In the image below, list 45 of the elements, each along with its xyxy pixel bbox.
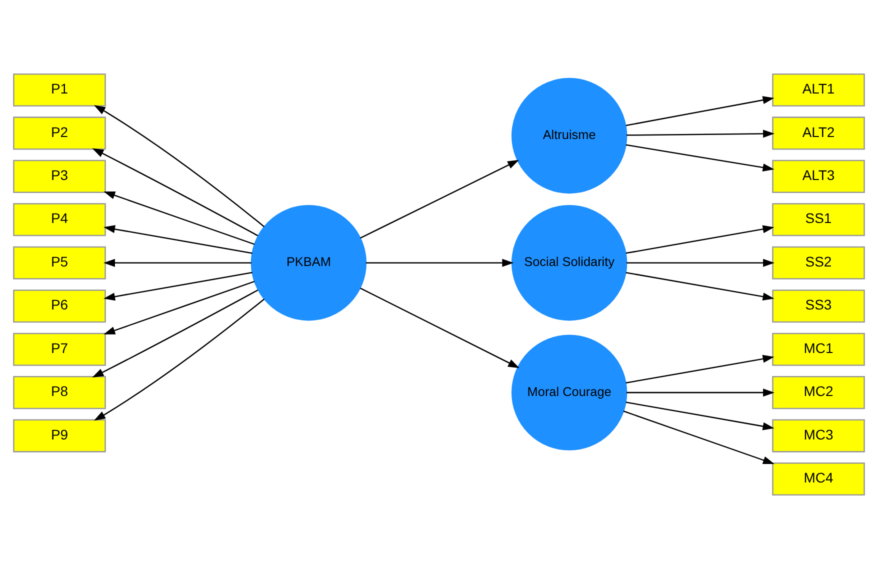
arrow: [626, 129, 774, 138]
node-circle: Altruisme: [511, 77, 628, 194]
node-box: ALT2: [772, 116, 865, 150]
arrow: [366, 258, 514, 266]
node-box: P2: [13, 116, 106, 150]
arrow: [626, 96, 774, 126]
arrow: [94, 298, 265, 420]
node-box: MC4: [772, 462, 865, 496]
arrow: [92, 148, 258, 236]
node-box: P8: [13, 376, 106, 409]
arrow: [626, 401, 774, 430]
arrow: [94, 104, 265, 227]
node-box: MC2: [772, 376, 865, 409]
node-circle: Moral Courage: [511, 334, 628, 450]
arrow: [104, 280, 255, 334]
arrow: [626, 224, 774, 254]
arrow: [92, 289, 258, 378]
arrow: [360, 159, 520, 238]
node-circle: PKBAM: [250, 204, 367, 320]
node-box: MC3: [772, 418, 865, 452]
arrow: [626, 388, 774, 396]
node-box: P6: [13, 289, 106, 322]
node-box: P1: [13, 72, 106, 106]
node-box: P7: [13, 332, 106, 366]
arrow: [623, 410, 774, 464]
arrow: [104, 258, 252, 266]
arrow: [104, 271, 252, 300]
arrow: [104, 190, 255, 244]
node-box: P3: [13, 159, 106, 192]
node-box: SS2: [772, 246, 865, 279]
arrow: [104, 224, 252, 254]
node-box: MC1: [772, 332, 865, 366]
node-circle: Social Solidarity: [511, 204, 628, 320]
node-box: SS3: [772, 289, 865, 322]
node-box: SS1: [772, 202, 865, 236]
arrow: [626, 271, 774, 300]
arrow: [626, 258, 774, 266]
arrow: [626, 144, 774, 171]
arrow: [360, 287, 520, 368]
node-box: P9: [13, 418, 106, 452]
node-box: P4: [13, 202, 106, 236]
arrow: [626, 354, 774, 383]
node-box: ALT3: [772, 159, 865, 192]
node-box: P5: [13, 246, 106, 279]
node-box: ALT1: [772, 72, 865, 106]
